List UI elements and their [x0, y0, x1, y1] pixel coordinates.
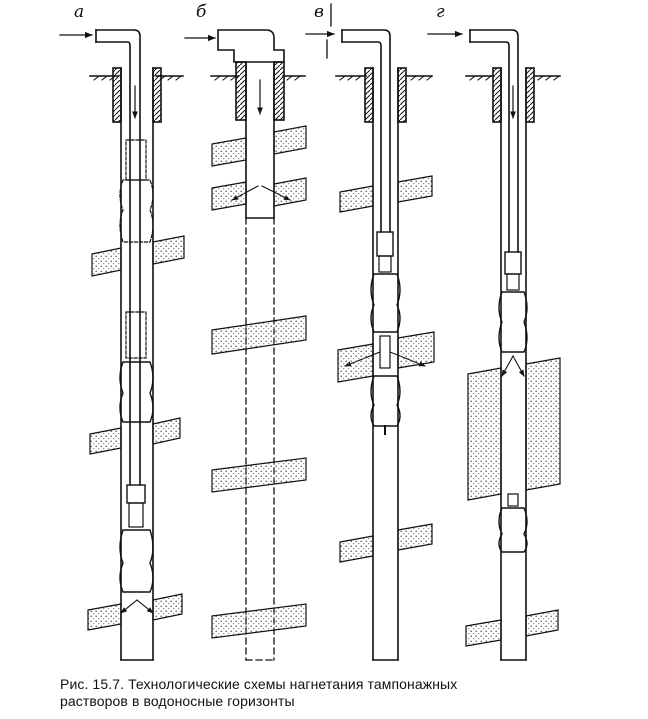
scheme-label-g: г — [436, 2, 445, 22]
figure-caption: Рис. 15.7. Технологические схемы нагнета… — [60, 676, 620, 710]
scheme-v — [305, 3, 433, 661]
aquifer-layers-a — [87, 235, 185, 631]
packer — [370, 375, 401, 427]
conductor-collar-left — [112, 67, 122, 123]
injection-pipe — [95, 29, 141, 486]
scheme-g — [427, 29, 561, 661]
caption-line-2: растворов в водоносные горизонты — [60, 693, 295, 709]
scheme-label-a: а — [74, 2, 85, 22]
packer — [119, 529, 154, 593]
aquifer-layers-g — [465, 357, 561, 647]
wellhead-cap — [217, 29, 285, 63]
injection-pipe — [341, 29, 391, 233]
packer — [498, 291, 528, 353]
conductor-collar-right — [273, 61, 285, 121]
schemes-drawing — [59, 3, 561, 661]
packer — [370, 273, 401, 333]
scheme-label-b: б — [196, 2, 207, 22]
packer — [498, 507, 528, 553]
packer — [119, 179, 154, 243]
scheme-a — [59, 29, 184, 661]
scheme-label-v: в — [314, 2, 324, 22]
aquifer-layers-v — [337, 175, 435, 563]
conductor-collar-left — [235, 61, 247, 121]
caption-line-1: Рис. 15.7. Технологические схемы нагнета… — [60, 676, 458, 692]
packer — [119, 361, 154, 423]
aquifer-layers-b — [211, 125, 307, 639]
conductor-collar-right — [152, 67, 162, 123]
injection-pipe — [469, 29, 519, 253]
